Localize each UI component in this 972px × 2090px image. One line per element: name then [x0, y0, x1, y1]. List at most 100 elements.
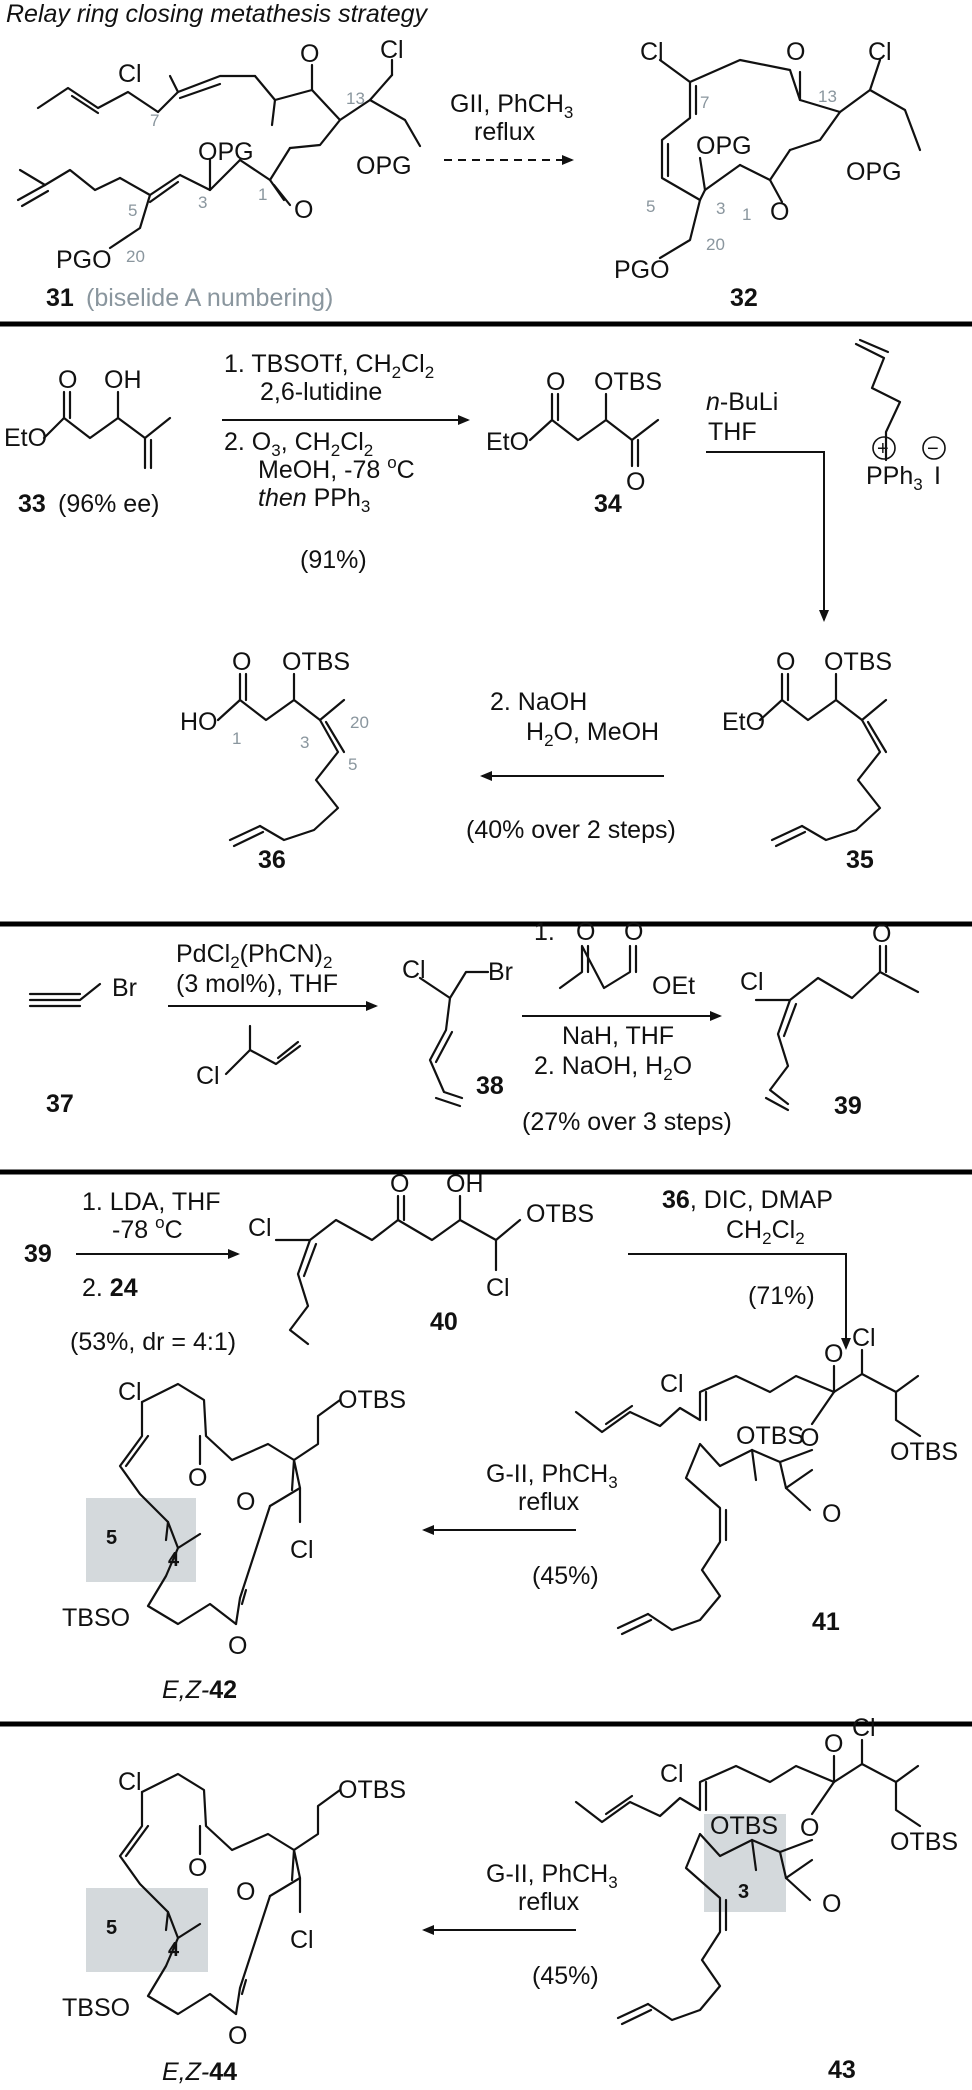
locant-5: 5 [128, 201, 137, 220]
compound-34-structure [528, 392, 660, 468]
atom-cl: Cl [660, 1760, 684, 1788]
compound-43-label: 43 [828, 2056, 856, 2084]
compound-44-structure [118, 1772, 342, 2016]
compound-31-structure [16, 58, 422, 250]
atom-o: O [800, 1424, 819, 1452]
locant-1: 1 [232, 729, 241, 748]
atom-ho: HO [180, 708, 218, 736]
svg-text:2,6-lutidine: 2,6-lutidine [260, 378, 382, 406]
svg-text:G-II, PhCH3: G-II, PhCH3 [486, 1460, 618, 1492]
atom-eto: EtO [4, 424, 47, 452]
esterification-conditions: 36, DIC, DMAP CH2Cl2 (71%) [662, 1186, 833, 1310]
svg-text:1. LDA, THF: 1. LDA, THF [82, 1188, 220, 1216]
rcm-conditions-41: G-II, PhCH3 reflux (45%) [486, 1460, 618, 1590]
svg-text:reflux: reflux [518, 1888, 580, 1916]
svg-text:2. NaOH, H2O: 2. NaOH, H2O [534, 1052, 692, 1084]
compound-35-label: 35 [846, 846, 874, 874]
locant-3: 3 [198, 193, 207, 212]
atom-opg: OPG [356, 152, 412, 180]
atom-br: Br [112, 974, 137, 1002]
atom-o: O [228, 1632, 247, 1660]
locant-20: 20 [350, 713, 369, 732]
svg-text:2. NaOH: 2. NaOH [490, 688, 587, 716]
svg-text:(3 mol%), THF: (3 mol%), THF [176, 970, 338, 998]
atom-otbs: OTBS [710, 1812, 778, 1840]
compound-41-structure [574, 1348, 922, 1636]
locant-5: 5 [348, 755, 357, 774]
atom-o: O [786, 38, 805, 66]
compound-37-label: 37 [46, 1090, 74, 1118]
aldol-conditions: 1. LDA, THF -78 oC 2. 24 (53%, dr = 4:1) [70, 1188, 236, 1356]
atom-cl: Cl [118, 60, 142, 88]
svg-text:1. TBSOTf, CH2Cl2: 1. TBSOTf, CH2Cl2 [224, 350, 434, 382]
svg-text:+: + [877, 438, 889, 460]
compound-39-label: 39 [834, 1092, 862, 1120]
svg-text:2. O3, CH2Cl2: 2. O3, CH2Cl2 [224, 428, 373, 460]
atom-otbs: OTBS [824, 648, 892, 676]
svg-text:PPh3: PPh3 [866, 462, 923, 494]
atom-o: O [188, 1854, 207, 1882]
atom-opg: OPG [696, 132, 752, 160]
atom-o: O [228, 2022, 247, 2050]
svg-text:CH2Cl2: CH2Cl2 [726, 1216, 805, 1248]
atom-cl: Cl [852, 1324, 876, 1352]
svg-text:2. 24: 2. 24 [82, 1274, 138, 1302]
compound-33-ee: (96% ee) [58, 490, 159, 518]
atom-o: O [300, 40, 319, 68]
svg-text:H2O, MeOH: H2O, MeOH [526, 718, 659, 750]
svg-text:(45%): (45%) [532, 1962, 599, 1990]
atom-otbs: OTBS [890, 1438, 958, 1466]
svg-text:(40% over 2 steps): (40% over 2 steps) [466, 816, 676, 844]
svg-text:PdCl2(PhCN)2: PdCl2(PhCN)2 [176, 940, 332, 972]
atom-otbs: OTBS [338, 1386, 406, 1414]
wittig-reagent: n-BuLi THF PPh3 + − I [706, 338, 946, 494]
svg-text:O: O [624, 918, 643, 946]
atom-br: Br [488, 958, 513, 986]
atom-o: O [294, 196, 313, 224]
atom-o: O [546, 368, 565, 396]
svg-text:−: − [927, 438, 939, 460]
locant-3: 3 [738, 1881, 749, 1903]
scheme-title: Relay ring closing metathesis strategy [6, 0, 429, 28]
atom-eto: EtO [486, 428, 529, 456]
rcm-conditions-line2: reflux [474, 118, 536, 146]
locant-13: 13 [346, 89, 365, 108]
atom-o: O [188, 1464, 207, 1492]
svg-text:n-BuLi: n-BuLi [706, 388, 778, 416]
svg-text:36, DIC, DMAP: 36, DIC, DMAP [662, 1186, 833, 1214]
atom-pgo: PGO [56, 246, 112, 274]
step-hydrolysis-conditions: 2. NaOH H2O, MeOH (40% over 2 steps) [466, 688, 676, 844]
atom-opg: OPG [198, 138, 254, 166]
compound-38-label: 38 [476, 1072, 504, 1100]
atom-opg: OPG [846, 158, 902, 186]
compound-39-ref: 39 [24, 1240, 52, 1268]
atom-oh: OH [104, 366, 142, 394]
svg-text:NaH, THF: NaH, THF [562, 1022, 674, 1050]
atom-o: O [58, 366, 77, 394]
atom-cl: Cl [380, 36, 404, 64]
atom-o: O [232, 648, 251, 676]
locant-4: 4 [168, 1939, 180, 1961]
atom-eto: EtO [722, 708, 765, 736]
step-pd-conditions: PdCl2(PhCN)2 (3 mol%), THF Cl [176, 940, 338, 1090]
locant-1: 1 [742, 205, 751, 224]
highlight-box [86, 1498, 196, 1582]
atom-cl: Cl [290, 1926, 314, 1954]
atom-otbs: OTBS [282, 648, 350, 676]
svg-text:reflux: reflux [518, 1488, 580, 1516]
locant-3: 3 [300, 733, 309, 752]
locant-5: 5 [106, 1527, 117, 1549]
locant-20: 20 [706, 235, 725, 254]
compound-36-label: 36 [258, 846, 286, 874]
atom-o: O [236, 1878, 255, 1906]
atom-o: O [236, 1488, 255, 1516]
atom-otbs: OTBS [338, 1776, 406, 1804]
compound-33-structure [42, 390, 172, 470]
locant-5: 5 [106, 1917, 117, 1939]
svg-text:(91%): (91%) [300, 546, 367, 574]
svg-text:(27% over 3 steps): (27% over 3 steps) [522, 1108, 732, 1136]
svg-text:(53%, dr = 4:1): (53%, dr = 4:1) [70, 1328, 236, 1356]
arrow-34-to-35 [706, 451, 829, 622]
atom-o: O [800, 1814, 819, 1842]
